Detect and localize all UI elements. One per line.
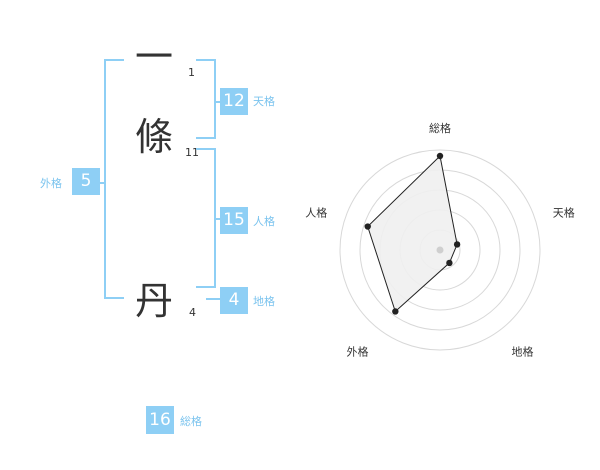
radar-axis-label-1: 天格: [553, 206, 575, 220]
stroke-count-2: 11: [185, 146, 199, 159]
radar-point-4: [364, 223, 371, 230]
name-char-1: 一: [134, 35, 173, 79]
radar-point-3: [392, 308, 399, 315]
gaikaku-label: 外格: [40, 177, 62, 190]
radar-axis-label-4: 人格: [305, 206, 327, 220]
jinkaku-label: 人格: [253, 215, 275, 228]
gaikaku-bracket: [104, 59, 124, 299]
gaikaku-connector: [98, 182, 104, 184]
tenkaku-connector: [214, 101, 220, 103]
jinkaku-value-badge: 15: [220, 207, 248, 234]
radar-point-0: [436, 152, 444, 160]
stroke-count-1: 1: [188, 66, 195, 79]
tenkaku-label: 天格: [253, 95, 275, 108]
radar-point-1: [453, 241, 461, 248]
soukaku-label: 総格: [180, 415, 202, 428]
radar-ring-5: [339, 149, 541, 351]
stroke-count-3: 4: [189, 306, 196, 319]
radar-point-2: [446, 259, 453, 267]
name-char-3: 丹: [134, 279, 173, 323]
radar-center-dot: [436, 246, 444, 254]
radar-series: [364, 152, 461, 315]
radar-axis-label-0: 総格: [429, 121, 451, 135]
radar-polygon: [367, 154, 458, 313]
chikaku-connector: [206, 298, 220, 300]
soukaku-value-badge: 16: [146, 406, 174, 434]
tenkaku-bracket: [196, 59, 216, 139]
name-char-2: 條: [134, 115, 173, 159]
chikaku-value-badge: 4: [220, 287, 248, 314]
radar-axis-label-2: 地格: [511, 344, 533, 358]
radar-axis-label-3: 外格: [347, 344, 369, 358]
tenkaku-value-badge: 12: [220, 88, 248, 115]
chikaku-label: 地格: [253, 295, 275, 308]
gaikaku-value-badge: 5: [72, 168, 100, 195]
jinkaku-connector: [214, 218, 220, 220]
